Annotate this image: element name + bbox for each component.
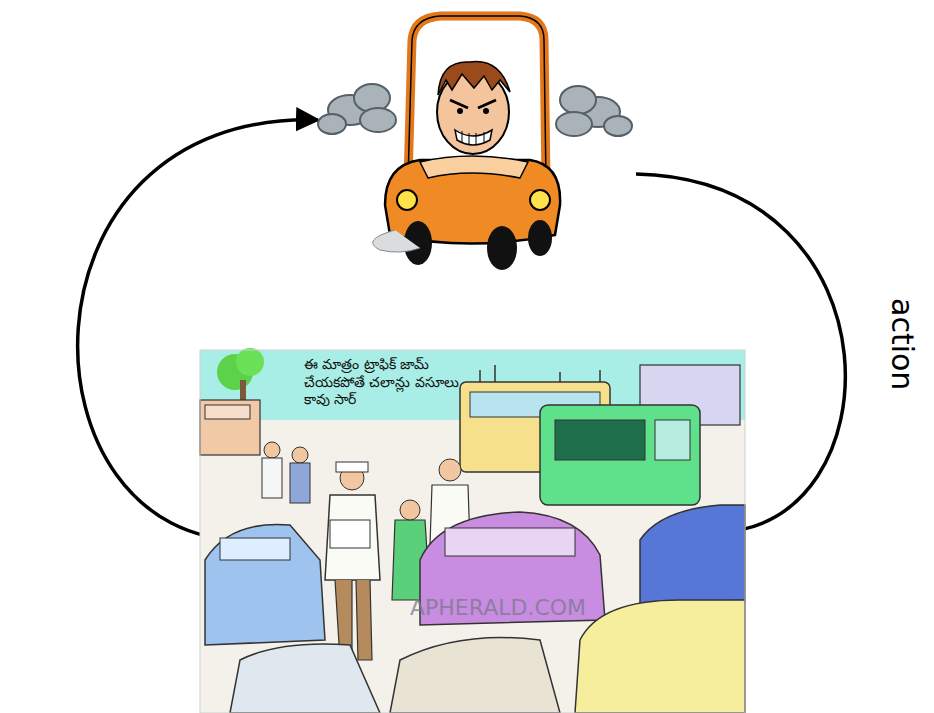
speech-text: ఈ మాత్రం ట్రాఫిక్ జామ్ చేయకపోతే చలాన్లు … [304, 356, 474, 409]
watermark: APHERALD.COM [410, 594, 586, 622]
traffic-jam-cartoon [200, 348, 745, 713]
feedback-arrow [78, 120, 318, 540]
edge-label: action [884, 298, 922, 390]
angry-driver [318, 16, 632, 270]
